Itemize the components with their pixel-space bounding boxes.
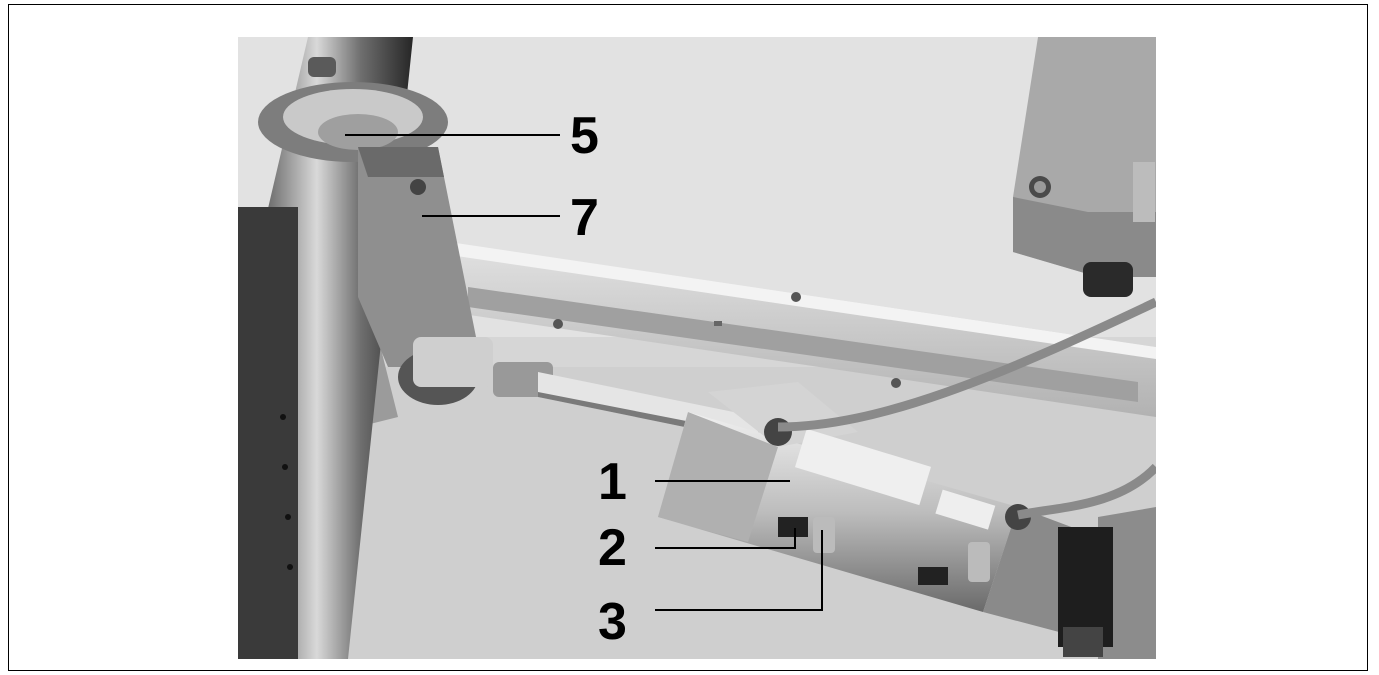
callout-5: 5	[570, 107, 599, 165]
callout-7: 7	[570, 189, 599, 247]
callout-2: 2	[598, 519, 627, 577]
callout-1: 1	[598, 453, 627, 511]
machine-photo	[238, 37, 1156, 659]
callout-3: 3	[598, 593, 627, 651]
